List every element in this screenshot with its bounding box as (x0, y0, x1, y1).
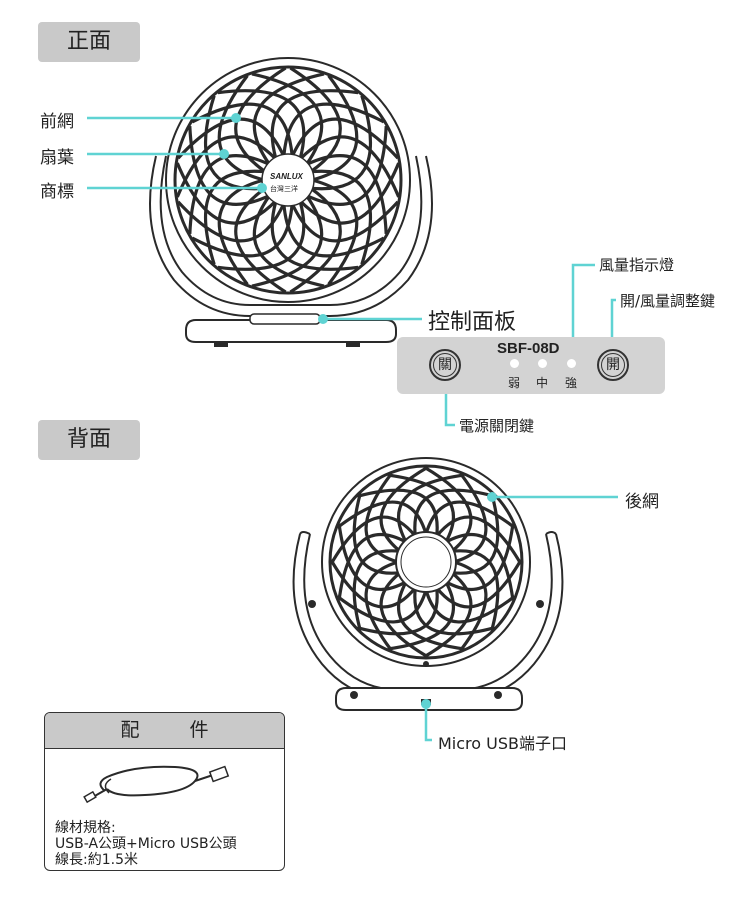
rear-grille-label: 後網 (625, 492, 659, 512)
logo-label: 商標 (40, 182, 74, 202)
model-number: SBF-08D (497, 340, 560, 357)
led-label-medium: 中 (536, 376, 549, 390)
logo-brand-text: SANLUX (270, 172, 303, 181)
cable-spec-length: 線長:約1.5米 (55, 852, 138, 868)
led-strong (567, 359, 576, 368)
back-section-tag: 背面 (38, 420, 140, 460)
usb-cable-icon (83, 765, 230, 804)
led-label-strong: 強 (565, 376, 578, 390)
usb-port-label: Micro USB端子口 (438, 734, 567, 753)
front-grille-label: 前網 (40, 112, 74, 132)
cable-spec-title: 線材規格: (55, 820, 116, 836)
on-speed-button-label: 開/風量調整鍵 (620, 292, 716, 310)
cable-spec-connectors: USB-A公頭+Micro USB公頭 (55, 836, 237, 852)
accessories-title: 配件 (45, 713, 284, 749)
front-section-tag: 正面 (38, 22, 140, 62)
blade-label: 扇葉 (40, 148, 74, 168)
led-weak (510, 359, 519, 368)
power-off-label: 電源關閉鍵 (459, 417, 535, 435)
control-panel: SBF-08D 關 開 弱 中 強 (397, 337, 665, 394)
accessories-box: 配件 線材規格: USB-A公頭+Micro USB公頭 線長:約1.5米 (44, 712, 285, 871)
on-speed-button[interactable]: 開 (597, 349, 629, 381)
power-off-button[interactable]: 關 (429, 349, 461, 381)
led-label-weak: 弱 (508, 376, 521, 390)
control-panel-label: 控制面板 (428, 310, 517, 335)
front-base (185, 319, 397, 343)
led-medium (538, 359, 547, 368)
rear-grille-weave (329, 465, 523, 659)
logo-sub-text: 台灣三洋 (270, 185, 298, 193)
speed-indicator-label: 風量指示燈 (599, 256, 675, 274)
front-stand-frame (159, 155, 423, 306)
